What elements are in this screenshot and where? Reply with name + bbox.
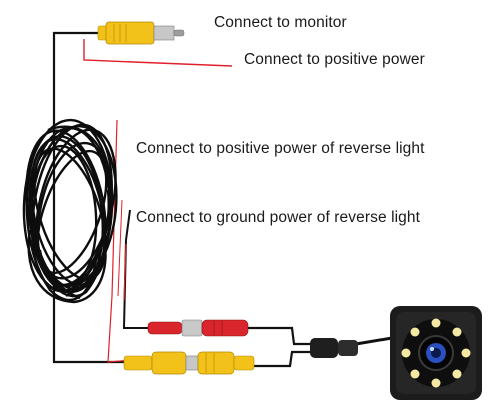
label-connect-monitor: Connect to monitor	[214, 14, 347, 31]
label-connect-reverse-ground: Connect to ground power of reverse light	[136, 209, 421, 226]
reverse-positive-wire	[107, 119, 133, 363]
camera-icon	[390, 306, 482, 400]
positive-power-wire	[83, 39, 233, 67]
yellow-connector	[123, 351, 255, 375]
label-connect-positive-power: Connect to positive power	[244, 51, 425, 68]
coiled-cable	[22, 118, 118, 304]
red-lead-wire	[123, 243, 127, 301]
wires	[52, 31, 393, 368]
label-connect-reverse-positive: Connect to positive power of reverse lig…	[136, 140, 425, 157]
harness-black-upper	[248, 326, 312, 346]
reverse-ground-wire	[122, 209, 150, 329]
video-wire	[52, 31, 132, 364]
harness-black-lower	[252, 350, 312, 368]
rca-plug-icon	[97, 21, 185, 45]
reverse-positive-wire-2	[117, 199, 123, 297]
camera-cable	[355, 336, 393, 346]
red-connector	[147, 319, 249, 337]
camera-plug	[310, 338, 358, 358]
